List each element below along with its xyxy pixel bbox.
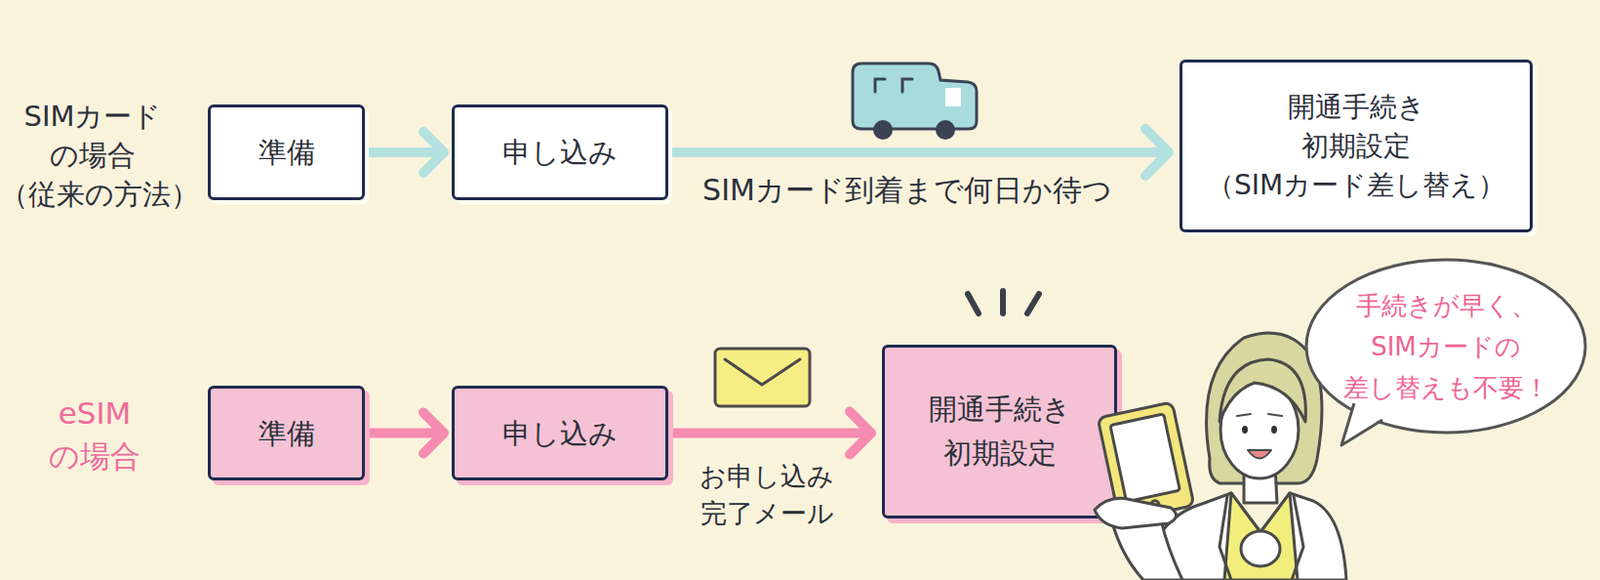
bubble-tail-fill bbox=[1341, 400, 1385, 445]
mouth bbox=[1247, 449, 1272, 459]
arrow-shaft bbox=[364, 428, 440, 439]
arrow-head bbox=[1145, 128, 1169, 176]
sleeve bbox=[1112, 519, 1183, 580]
bubble-ellipse bbox=[1306, 259, 1586, 433]
tick bbox=[1000, 290, 1006, 314]
hair-back bbox=[1206, 332, 1322, 483]
tablet-screen bbox=[1110, 413, 1180, 502]
row-label: eSIM の場合 bbox=[0, 391, 190, 478]
process-box: 準備 bbox=[207, 385, 365, 480]
row-label: SIMカード の場合 （従来の方法） bbox=[0, 96, 186, 214]
eye bbox=[1271, 425, 1278, 434]
box-label: 開通手続き 初期設定 （SIMカード差し替え） bbox=[1190, 87, 1522, 205]
face bbox=[1220, 380, 1299, 479]
truck-window bbox=[945, 87, 961, 107]
lapel bbox=[1219, 495, 1304, 580]
flow-arrow bbox=[364, 412, 444, 454]
truck-wheel bbox=[873, 120, 893, 140]
process-box: 開通手続き 初期設定 （SIMカード差し替え） bbox=[1179, 59, 1533, 233]
flow-arrow bbox=[668, 128, 1169, 176]
process-box: 開通手続き 初期設定 bbox=[881, 344, 1118, 519]
emphasis-ticks bbox=[967, 290, 1040, 314]
tick bbox=[967, 293, 979, 314]
fist bbox=[1240, 530, 1280, 566]
box-label: 準備 bbox=[218, 132, 355, 172]
edge-label: SIMカード到着まで何日か待つ bbox=[682, 170, 1132, 210]
truck-wheel bbox=[935, 120, 956, 140]
neck bbox=[1243, 466, 1278, 503]
eyebrow bbox=[1237, 413, 1282, 416]
arrow-head bbox=[423, 131, 444, 173]
box-label: 準備 bbox=[218, 413, 355, 453]
eye bbox=[1241, 425, 1248, 434]
arrow-head bbox=[849, 411, 872, 455]
speech-bubble: 手続きが早く、 SIMカードの 差し替えも不要！ bbox=[1304, 257, 1588, 435]
truck-body bbox=[852, 63, 977, 129]
box-label: 開通手続き 初期設定 bbox=[892, 387, 1107, 476]
process-box: 申し込み bbox=[451, 104, 669, 200]
box-label: 申し込み bbox=[462, 413, 658, 453]
box-label: 申し込み bbox=[462, 132, 658, 172]
arrow-shaft bbox=[364, 147, 440, 158]
arrow-shaft bbox=[668, 428, 867, 439]
jacket bbox=[1146, 492, 1347, 580]
truck-icon bbox=[852, 63, 977, 140]
flow-arrow bbox=[668, 411, 872, 455]
bangs bbox=[1219, 359, 1306, 422]
tablet-button bbox=[1150, 499, 1160, 509]
flow-arrow bbox=[364, 131, 444, 173]
bubble-text: 手続きが早く、 SIMカードの 差し替えも不要！ bbox=[1323, 284, 1568, 408]
process-box: 準備 bbox=[207, 104, 365, 200]
envelope-body bbox=[715, 348, 810, 406]
arrow-shaft bbox=[668, 147, 1164, 158]
edge-label: お申し込み 完了メール bbox=[685, 457, 848, 532]
arrow-head bbox=[423, 412, 444, 454]
envelope-flap bbox=[724, 359, 800, 385]
bubble-tail bbox=[1341, 402, 1383, 445]
truck-mark bbox=[875, 79, 913, 92]
tick bbox=[1027, 293, 1040, 314]
envelope-icon bbox=[715, 348, 810, 406]
process-box: 申し込み bbox=[451, 385, 669, 480]
shirt bbox=[1224, 492, 1298, 580]
